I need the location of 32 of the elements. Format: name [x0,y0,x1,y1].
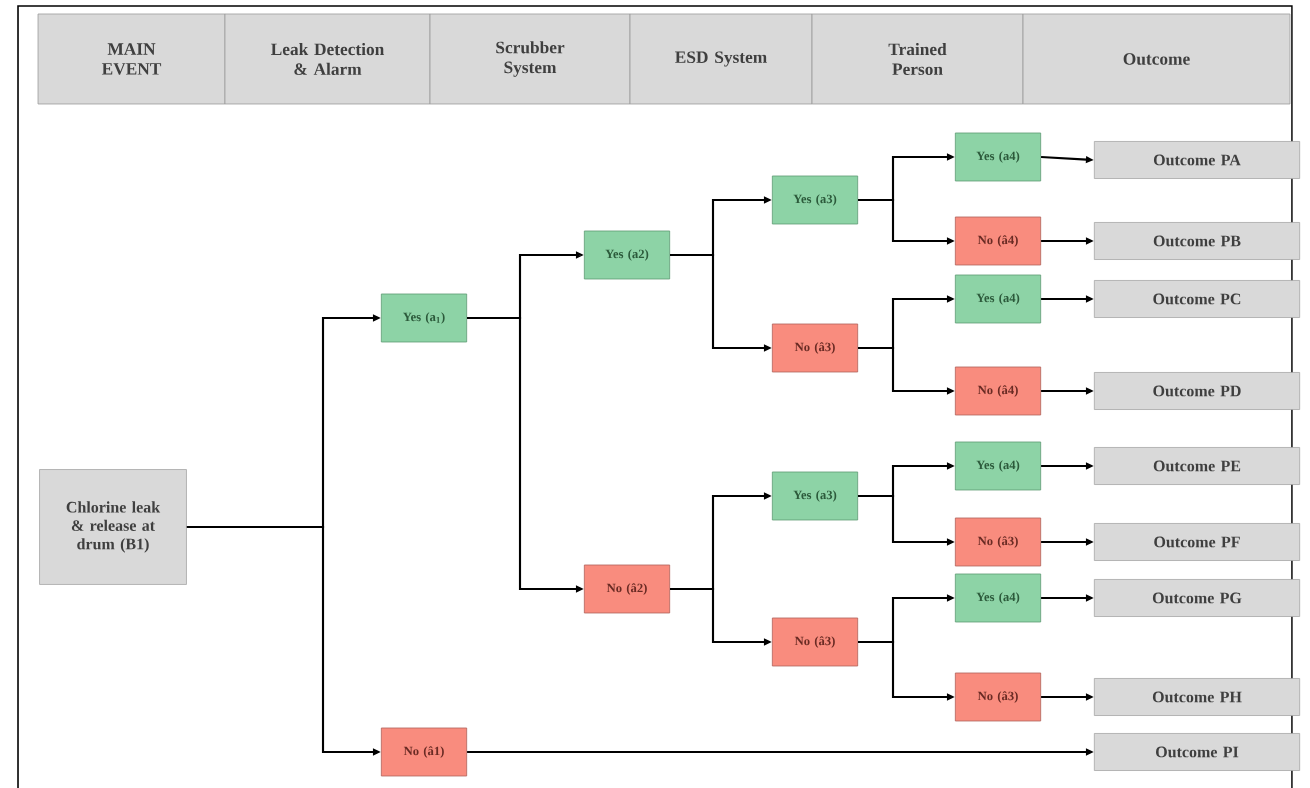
event-box: Outcome PC [1093,280,1301,318]
no-branch-box: No (â4) [954,366,1042,416]
header-cell: ESD System [629,13,813,105]
yes-branch-box: Yes (a4) [954,441,1042,491]
header-cell: Trained Person [811,13,1024,105]
event-box: Chlorine leak & release at drum (B1) [39,469,187,585]
no-branch-box: No (â1) [380,727,468,777]
no-branch-box: No (â3) [771,323,859,373]
event-box: Outcome PH [1093,678,1301,716]
event-box: Outcome PB [1093,222,1301,260]
yes-branch-box: Yes (a2) [583,230,671,280]
header-cell: Outcome [1022,13,1291,105]
yes-branch-box: Yes (a4) [954,132,1042,182]
header-cell: MAIN EVENT [37,13,226,105]
yes-branch-box: Yes (a3) [771,175,859,225]
event-box: Outcome PD [1093,372,1301,410]
no-branch-box: No (â3) [954,672,1042,722]
event-box: Outcome PI [1093,733,1301,771]
event-box: Outcome PG [1093,579,1301,617]
event-box: Outcome PE [1093,447,1301,485]
no-branch-box: No (â3) [954,517,1042,567]
no-branch-box: No (â3) [771,617,859,667]
event-box: Outcome PF [1093,523,1301,561]
yes-branch-box: Yes (a4) [954,274,1042,324]
yes-branch-box: Yes (a3) [771,471,859,521]
event-box: Outcome PA [1093,141,1301,179]
header-cell: Scrubber System [429,13,631,105]
no-branch-box: No (â4) [954,216,1042,266]
header-cell: Leak Detection & Alarm [224,13,431,105]
no-branch-box: No (â2) [583,564,671,614]
yes-branch-box: Yes (a$_{1}$) [380,293,468,343]
yes-branch-box: Yes (a4) [954,573,1042,623]
